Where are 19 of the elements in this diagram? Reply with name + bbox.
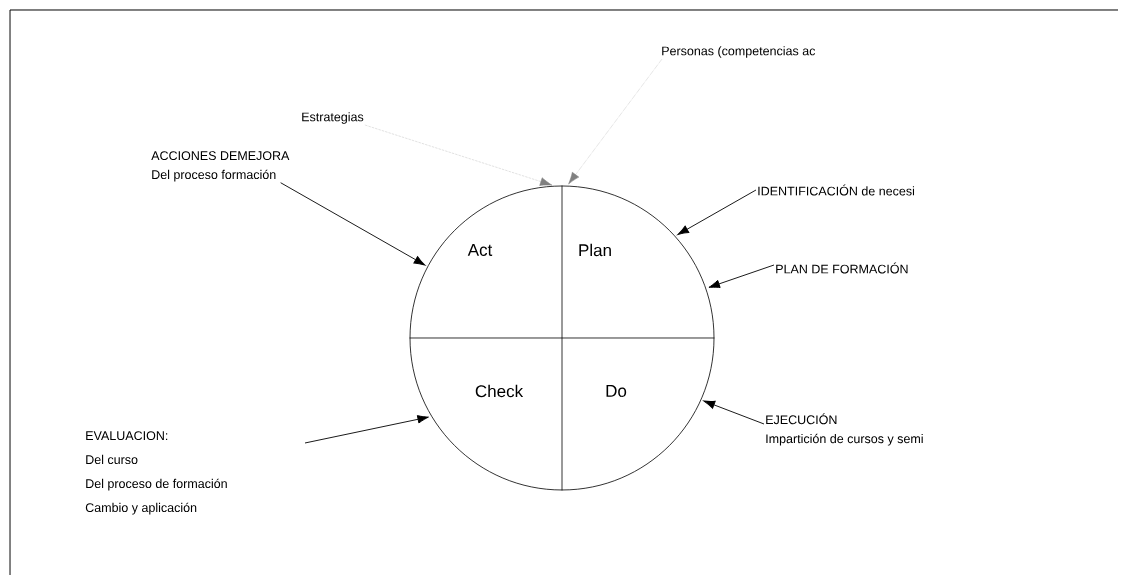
text-label: ACCIONES DEMEJORA Del proceso formación (151, 151, 290, 182)
quadrant-label: Do (606, 385, 627, 397)
text-label: Personas (competencias ac (662, 46, 816, 58)
text-label: Estrategias (302, 112, 364, 124)
arrow (703, 400, 765, 425)
text-label: IDENTIFICACIÓN de necesi (758, 184, 914, 196)
cycle-circle (409, 185, 715, 491)
text-label: PLAN DE FORMACIÓN (776, 262, 908, 274)
quadrant-label: Plan (579, 243, 611, 257)
text-label: EJECUCIÓN Impartición de cursos y semi (766, 413, 923, 446)
arrow (568, 58, 663, 185)
arrow (364, 124, 553, 186)
arrow (677, 189, 757, 235)
arrow (304, 415, 429, 444)
arrow (280, 182, 426, 266)
quadrant-label: Check (475, 384, 524, 398)
quadrant-label: Act (467, 244, 493, 256)
text-label: EVALUACION: Del curso Del proceso de formación Cambio y aplicación (85, 431, 227, 515)
arrow (708, 264, 775, 288)
